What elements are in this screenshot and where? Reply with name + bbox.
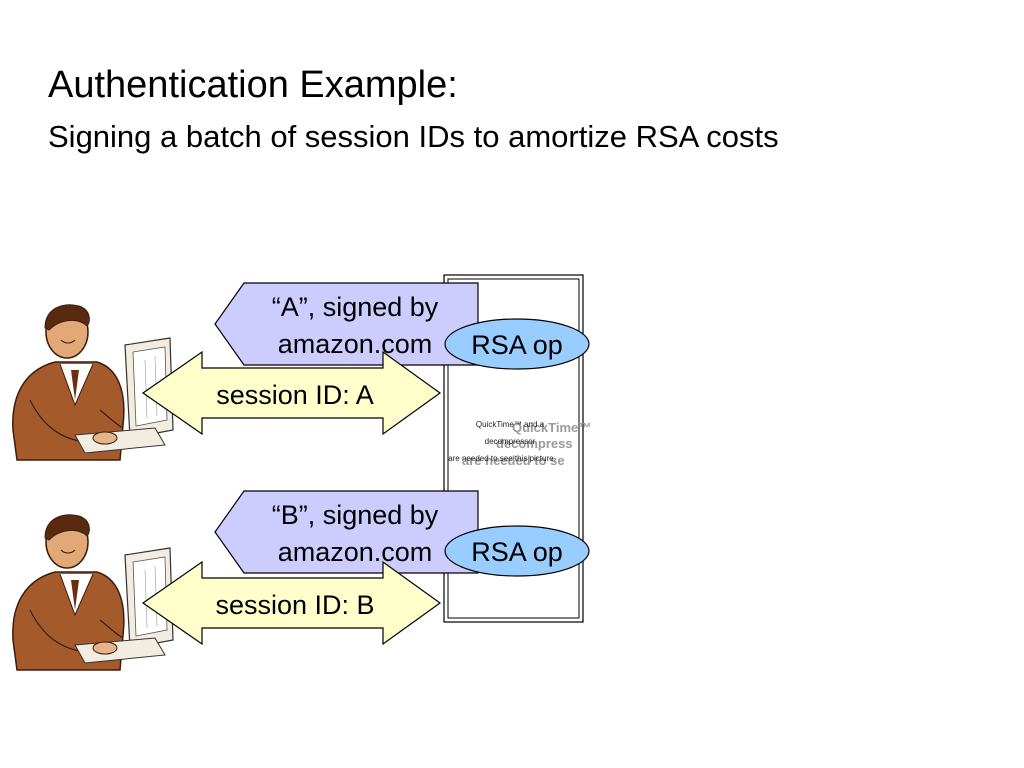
signed-callout-a bbox=[214, 282, 479, 366]
placeholder-small-line-2: decompressor bbox=[485, 437, 536, 446]
placeholder-small-line-3: are needed to see this picture. bbox=[448, 454, 556, 463]
session-id-label-b: session ID: B bbox=[215, 590, 374, 620]
signed-callout-b-line2: amazon.com bbox=[278, 537, 433, 567]
signed-callout-b bbox=[214, 490, 479, 574]
placeholder-large-line-2: decompress bbox=[496, 436, 573, 451]
session-id-arrow-b bbox=[141, 560, 442, 646]
rsa-op-oval-a bbox=[444, 318, 590, 370]
rsa-op-label-a: RSA op bbox=[471, 330, 563, 360]
user-at-computer-icon bbox=[12, 514, 174, 671]
session-id-arrow-a bbox=[141, 350, 442, 436]
signed-callout-b-line1: “B”, signed by bbox=[272, 500, 439, 530]
placeholder-small-line-1: QuickTime™ and a bbox=[476, 420, 545, 429]
signed-callout-a-line1: “A”, signed by bbox=[272, 292, 439, 322]
session-id-label-a: session ID: A bbox=[216, 380, 374, 410]
user-at-computer-icon bbox=[12, 304, 174, 461]
rsa-op-label-b: RSA op bbox=[471, 537, 563, 567]
placeholder-large-line-1: QuickTime™ bbox=[512, 420, 591, 435]
placeholder-large-line-3: are needed to se bbox=[462, 453, 565, 468]
slide-subtitle: Signing a batch of session IDs to amorti… bbox=[48, 119, 779, 154]
slide-title: Authentication Example: bbox=[48, 64, 458, 106]
rsa-op-oval-b bbox=[444, 525, 590, 577]
signed-callout-a-line2: amazon.com bbox=[278, 329, 433, 359]
